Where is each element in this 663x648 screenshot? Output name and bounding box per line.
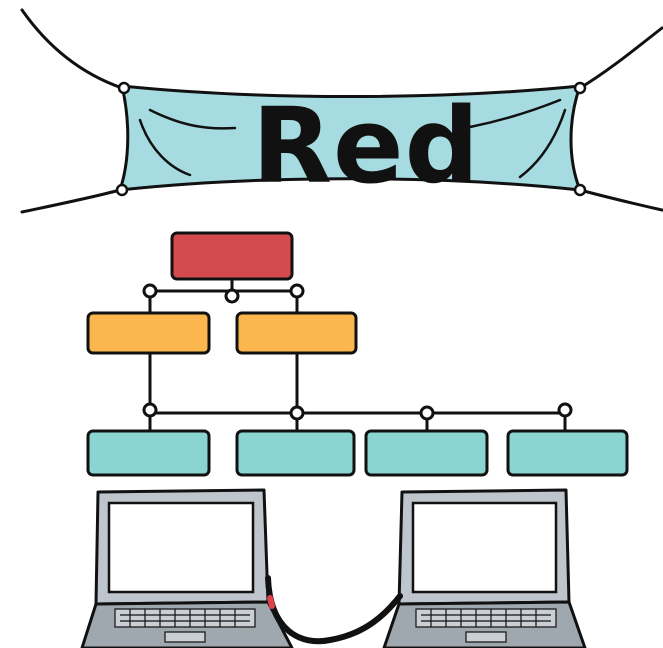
org-box-level3 xyxy=(86,429,211,477)
banner-grommet-icon xyxy=(573,183,587,197)
laptop-left-keyboard xyxy=(114,608,256,643)
laptop-right-keyboard xyxy=(415,608,557,643)
org-box-level3 xyxy=(364,429,489,477)
banner-fold-right xyxy=(468,98,562,129)
org-box-level3 xyxy=(235,429,356,477)
banner-rope-top-right xyxy=(578,26,663,90)
banner-rope-bottom-right xyxy=(578,188,663,212)
circle-node-icon xyxy=(289,405,305,421)
banner-fold-left-lower xyxy=(138,118,192,177)
banner: Red xyxy=(20,8,663,214)
network-cable xyxy=(265,575,403,645)
circle-node-icon xyxy=(419,405,435,421)
laptop-left-screen xyxy=(107,501,255,594)
org-box-level1 xyxy=(170,231,294,281)
laptop-right-screen xyxy=(411,501,558,594)
banner-grommet-icon xyxy=(573,81,587,95)
circle-node-icon xyxy=(289,283,305,299)
laptop-icon xyxy=(80,488,587,648)
banner-rope-top-left xyxy=(20,8,124,90)
network-cable-icon xyxy=(265,575,403,645)
org-chart xyxy=(86,231,629,477)
org-box-level3 xyxy=(506,429,629,477)
circle-node-icon xyxy=(142,283,158,299)
banner-fold-left xyxy=(148,108,237,130)
org-box-level2 xyxy=(86,311,211,355)
cable-plug-accent xyxy=(267,595,275,609)
circle-node-icon xyxy=(557,402,573,418)
banner-title: Red xyxy=(252,85,480,207)
banner-rope-bottom-left xyxy=(20,188,122,214)
org-box-level2 xyxy=(235,311,358,355)
circle-node-icon xyxy=(224,288,240,304)
circle-node-icon xyxy=(142,402,158,418)
banner-grommet-icon xyxy=(117,81,131,95)
banner-fold-right-lower xyxy=(518,108,567,179)
banner-grommet-icon xyxy=(115,183,129,197)
